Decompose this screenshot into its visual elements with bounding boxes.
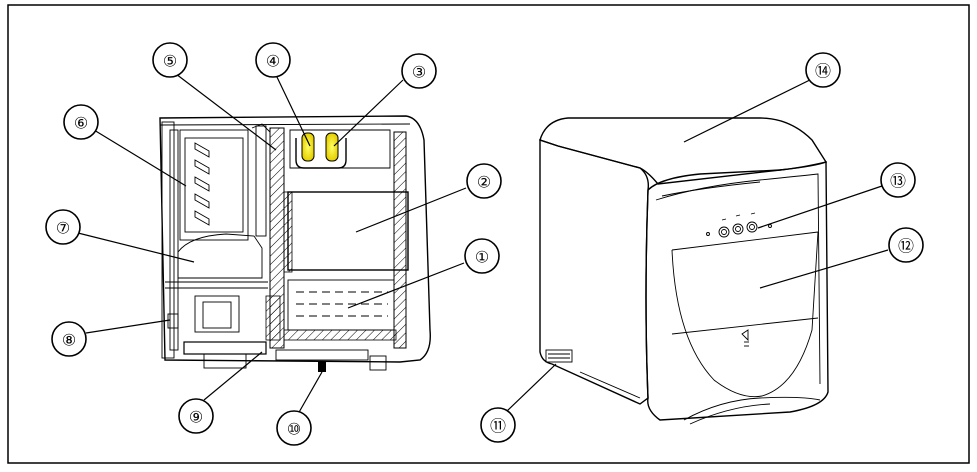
control-buttons — [706, 212, 772, 238]
fan-module — [179, 129, 249, 241]
water-tank — [287, 279, 395, 331]
callout-5-label: ⑤ — [163, 52, 177, 71]
callout-11: ⑪ — [480, 407, 516, 443]
leader-lines — [77, 73, 889, 415]
housing-outline — [159, 115, 431, 363]
callout-13-label: ⑬ — [890, 172, 906, 191]
callout-2: ② — [466, 163, 502, 199]
callout-1: ① — [464, 238, 500, 274]
callouts: ① ② ③ ④ ⑤ ⑥ ⑦ ⑧ ⑨ ⑩ ⑪ ⑫ ⑬ ⑭ — [45, 42, 924, 446]
callout-11-label: ⑪ — [490, 417, 506, 436]
drain-plug — [318, 362, 326, 372]
callout-4-label: ④ — [266, 52, 280, 71]
base-foot — [183, 341, 267, 355]
callout-3: ③ — [401, 53, 437, 89]
callout-9: ⑨ — [178, 398, 214, 434]
callout-14: ⑭ — [805, 52, 841, 88]
callout-7-label: ⑦ — [56, 219, 70, 238]
pump-housing — [194, 295, 240, 333]
callout-12: ⑫ — [888, 227, 924, 263]
cutaway-view — [159, 115, 431, 372]
callout-2-label: ② — [477, 173, 491, 192]
callout-8-label: ⑧ — [62, 331, 76, 350]
callout-10-label: ⑩ — [287, 420, 301, 439]
callout-6-label: ⑥ — [74, 114, 88, 133]
callout-10: ⑩ — [276, 410, 312, 446]
callout-13: ⑬ — [880, 162, 916, 198]
callout-5: ⑤ — [152, 42, 188, 78]
callout-4: ④ — [255, 42, 291, 78]
ice-door — [671, 231, 819, 398]
callout-14-label: ⑭ — [815, 62, 831, 81]
side-vent — [545, 349, 573, 363]
callout-9-label: ⑨ — [189, 408, 203, 427]
exterior-view — [539, 117, 829, 425]
machine-front — [645, 160, 829, 421]
ice-bin — [287, 191, 409, 271]
callout-7: ⑦ — [45, 209, 81, 245]
callout-6: ⑥ — [63, 104, 99, 140]
machine-top — [539, 117, 828, 185]
left-panel — [161, 121, 175, 359]
callout-3-label: ③ — [412, 63, 426, 82]
right-wall — [393, 131, 407, 349]
callout-12-label: ⑫ — [898, 237, 914, 256]
drain-connector — [167, 313, 179, 329]
callout-1-label: ① — [475, 248, 489, 267]
sensor-bracket — [289, 129, 391, 169]
callout-8: ⑧ — [51, 321, 87, 357]
figure-frame — [7, 4, 970, 464]
